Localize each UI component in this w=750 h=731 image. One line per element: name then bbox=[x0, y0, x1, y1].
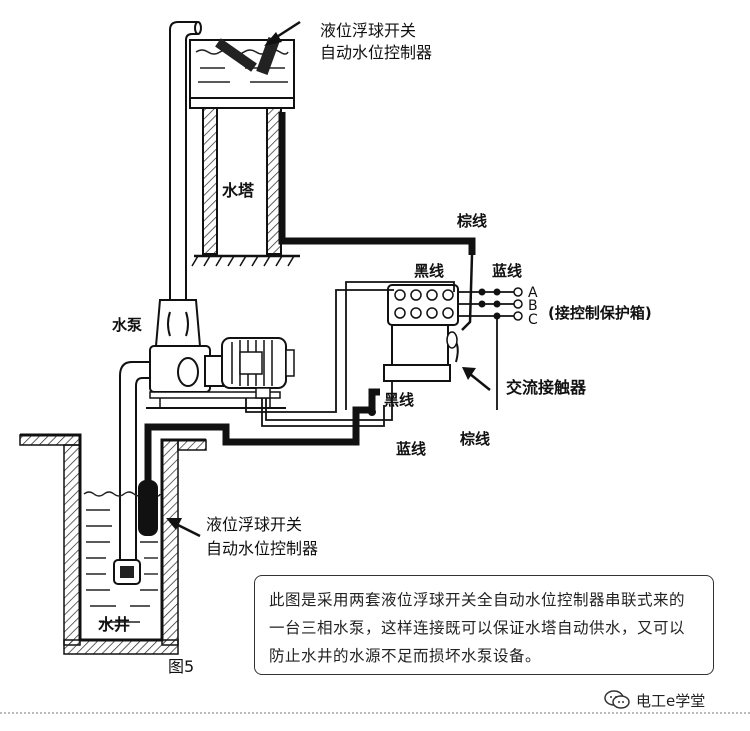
arrow-tower-switch bbox=[264, 20, 301, 46]
motor-cable bbox=[245, 289, 394, 427]
watermark-text: 电工e学堂 bbox=[636, 691, 706, 710]
contactor-brown-wire-top bbox=[461, 254, 474, 331]
tower-brown-wire bbox=[278, 112, 476, 255]
water-well bbox=[19, 433, 207, 655]
phase-b-label: B bbox=[528, 298, 538, 314]
well-float-switch bbox=[138, 480, 158, 536]
black-wire-label-bottom: 黑线 bbox=[384, 391, 414, 409]
ac-contactor bbox=[383, 284, 459, 382]
pump-label: 水泵 bbox=[112, 316, 142, 334]
well-thick-wire bbox=[144, 388, 380, 500]
well-switch-label-1: 液位浮球开关 bbox=[206, 515, 302, 534]
black-wire-label-top: 黑线 bbox=[414, 262, 444, 280]
arrow-contactor bbox=[462, 367, 491, 391]
blue-wire-label-bottom: 蓝线 bbox=[396, 440, 426, 458]
well-label: 水井 bbox=[98, 615, 130, 634]
figure-label: 图5 bbox=[168, 657, 194, 676]
well-switch-label-2: 自动水位控制器 bbox=[206, 539, 318, 558]
bottom-divider bbox=[0, 712, 750, 714]
contactor-label: 交流接触器 bbox=[506, 378, 587, 397]
tower-switch-label-2: 自动水位控制器 bbox=[320, 43, 432, 62]
blue-wire-label-top: 蓝线 bbox=[492, 262, 522, 280]
arrow-well-switch bbox=[166, 518, 201, 538]
tower-float-switch bbox=[215, 37, 280, 75]
caption-note: 此图是采用两套液位浮球开关全自动水位控制器串联式来的一台三相水泵，这样连接既可以… bbox=[254, 575, 714, 675]
motor bbox=[221, 337, 295, 399]
wechat-icon bbox=[604, 690, 630, 709]
pump bbox=[146, 299, 286, 409]
phase-a-label: A bbox=[528, 285, 538, 301]
watermark: 电工e学堂 bbox=[604, 688, 705, 712]
brown-wire-label-bottom: 棕线 bbox=[460, 430, 490, 448]
tower-switch-label-1: 液位浮球开关 bbox=[320, 21, 416, 40]
control-box-label: (接控制保护箱) bbox=[548, 304, 652, 322]
water-pipe bbox=[119, 21, 202, 560]
brown-wire-label-top: 棕线 bbox=[457, 212, 487, 230]
three-phase-wires bbox=[345, 281, 514, 410]
water-tower-label: 水塔 bbox=[222, 181, 255, 200]
phase-c-label: C bbox=[528, 312, 538, 328]
